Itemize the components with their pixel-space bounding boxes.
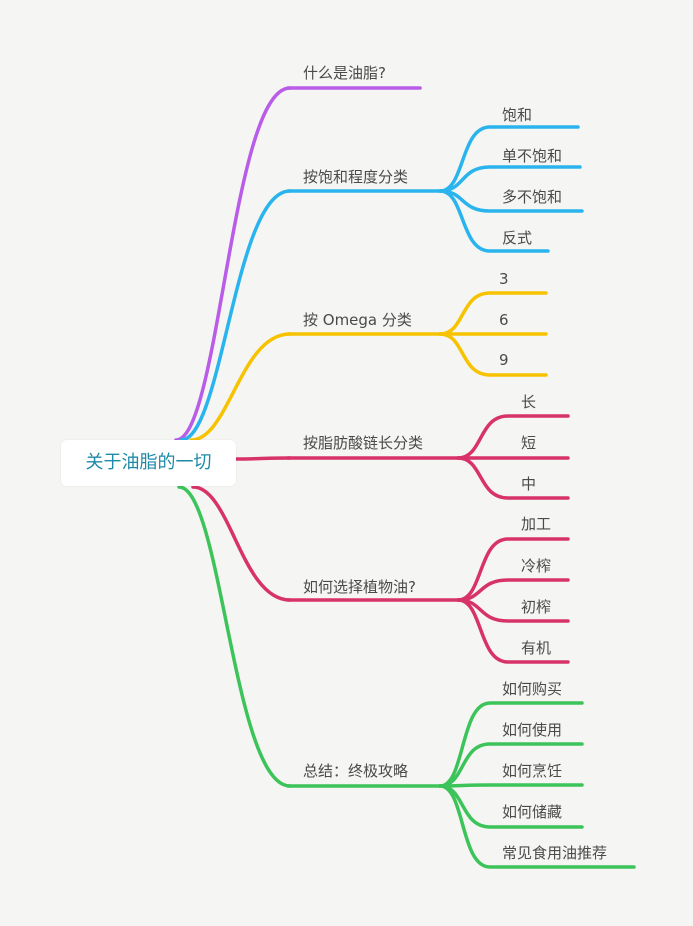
leaf-short-chain[interactable]: 短 <box>521 434 537 452</box>
leaf-how-to-store[interactable]: 如何储藏 <box>502 803 563 821</box>
branch-by-omega[interactable]: 按 Omega 分类 <box>303 311 412 329</box>
leaf-trans[interactable]: 反式 <box>502 229 533 247</box>
leaf-how-to-buy[interactable]: 如何购买 <box>502 680 563 698</box>
branch-connector <box>177 485 292 788</box>
leaf-recommended-oils[interactable]: 常见食用油推荐 <box>502 844 608 862</box>
leaf-long-chain[interactable]: 长 <box>521 393 537 411</box>
leaf-cold-pressed[interactable]: 冷榨 <box>521 557 552 575</box>
branch-how-to-choose-oil[interactable]: 如何选择植物油? <box>303 578 416 596</box>
leaf-extra-virgin[interactable]: 初榨 <box>521 598 552 616</box>
leaf-connector <box>456 537 570 602</box>
leaf-omega-3[interactable]: 3 <box>499 270 509 288</box>
branch-summary[interactable]: 总结：终极攻略 <box>303 762 409 780</box>
leaf-connector <box>438 783 584 788</box>
leaf-connector <box>438 189 550 253</box>
leaf-saturated[interactable]: 饱和 <box>502 106 533 124</box>
leaf-connector <box>456 598 570 664</box>
leaf-polyunsaturated[interactable]: 多不饱和 <box>502 188 563 206</box>
leaf-how-to-use[interactable]: 如何使用 <box>502 721 563 739</box>
leaf-connector <box>438 784 636 869</box>
leaf-monounsaturated[interactable]: 单不饱和 <box>502 147 563 165</box>
branch-connector <box>191 485 292 602</box>
root-node-label: 关于油脂的一切 <box>85 452 212 473</box>
leaf-connector <box>456 456 570 500</box>
branch-connector <box>174 86 292 442</box>
branch-connector <box>179 189 292 442</box>
leaf-how-to-cook[interactable]: 如何烹饪 <box>502 762 563 780</box>
branch-by-chain-length[interactable]: 按脂肪酸链长分类 <box>303 434 424 452</box>
leaf-connector <box>438 332 548 377</box>
leaf-connector <box>438 125 580 193</box>
branch-connector <box>234 456 292 461</box>
leaf-omega-9[interactable]: 9 <box>499 351 509 369</box>
leaf-processed[interactable]: 加工 <box>521 515 552 533</box>
leaf-connector <box>438 701 584 788</box>
root-node[interactable] <box>61 440 236 486</box>
leaf-connector <box>438 291 548 336</box>
branch-what-is-fat[interactable]: 什么是油脂? <box>303 64 386 82</box>
branch-connector <box>189 332 292 442</box>
leaf-omega-6[interactable]: 6 <box>499 311 509 329</box>
leaf-organic[interactable]: 有机 <box>521 639 552 657</box>
leaf-medium-chain[interactable]: 中 <box>521 475 537 493</box>
branch-by-saturation[interactable]: 按饱和程度分类 <box>303 168 409 186</box>
leaf-connector <box>456 414 570 460</box>
